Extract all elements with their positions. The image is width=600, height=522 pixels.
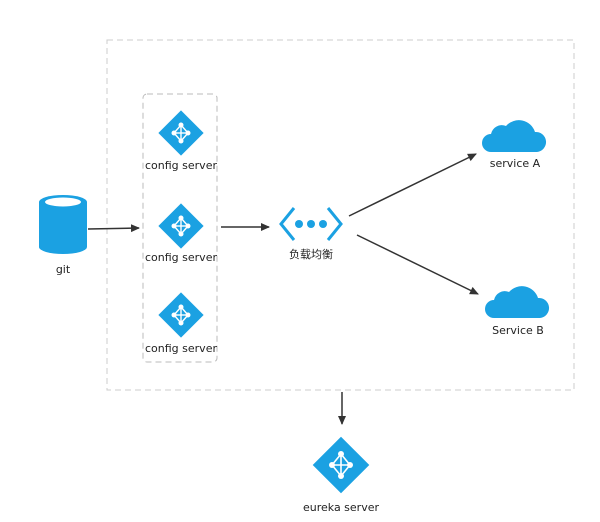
arrow-loadbalancer-to-service-a — [348, 153, 477, 217]
eureka-server-label: eureka server — [302, 501, 380, 514]
cloud-icon — [485, 286, 550, 318]
config-server-icon — [158, 203, 204, 249]
service-b-label: Service B — [492, 324, 544, 337]
eureka-server-icon — [312, 436, 370, 494]
arrow-loadbalancer-to-service-b — [356, 234, 479, 295]
config-server-label: config server — [145, 251, 217, 264]
config-server-icon — [158, 292, 204, 338]
config-server-label: config server — [145, 159, 217, 172]
config-server-group — [142, 93, 218, 363]
config-server-icon — [158, 110, 204, 156]
database-icon — [39, 195, 87, 254]
cloud-icon — [482, 120, 547, 152]
load-balancer-label: 负载均衡 — [289, 248, 333, 261]
load-balancer-icon — [279, 207, 343, 241]
config-server-label: config server — [145, 342, 217, 355]
outer-boundary — [106, 39, 575, 391]
git-label: git — [55, 263, 71, 276]
service-a-label: service A — [489, 157, 541, 170]
arrow-git-to-config — [87, 224, 140, 233]
